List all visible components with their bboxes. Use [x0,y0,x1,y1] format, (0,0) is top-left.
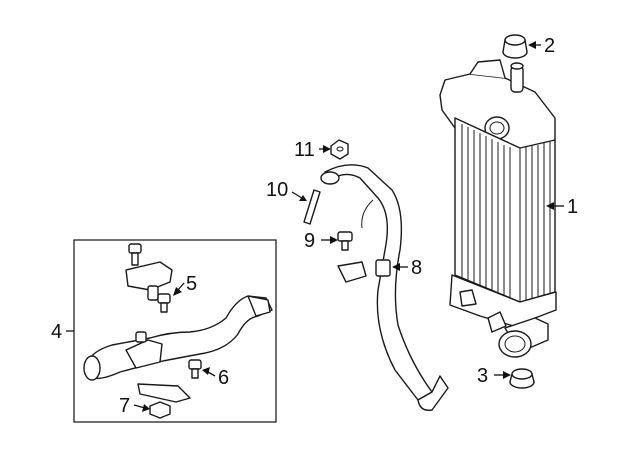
callout-1: 1 [567,196,578,218]
intercooler-hose[interactable] [320,164,449,411]
callout-5: 5 [186,273,197,295]
callout-9: 9 [304,230,315,252]
callout-3: 3 [477,365,488,387]
bracket-7[interactable] [137,383,191,419]
callout-10: 10 [266,179,288,201]
stud-10[interactable] [303,189,321,225]
bolt-9[interactable] [337,231,353,251]
bolt-5[interactable] [157,293,171,313]
bolt-6[interactable] [188,359,202,379]
leader-lines [66,41,564,412]
callout-8: 8 [411,257,422,279]
air-duct-assembly[interactable] [83,295,273,381]
grommet-lower[interactable] [509,368,535,389]
callout-6: 6 [218,367,229,389]
callout-7: 7 [119,395,130,417]
bolt-top-4[interactable] [128,243,142,266]
callout-11: 11 [294,139,315,161]
nut-11[interactable] [330,139,349,160]
grommet-upper[interactable] [502,34,528,59]
callout-2: 2 [544,35,555,57]
bracket-5[interactable] [125,261,173,301]
callout-4: 4 [51,321,62,343]
intercooler[interactable] [439,59,557,358]
